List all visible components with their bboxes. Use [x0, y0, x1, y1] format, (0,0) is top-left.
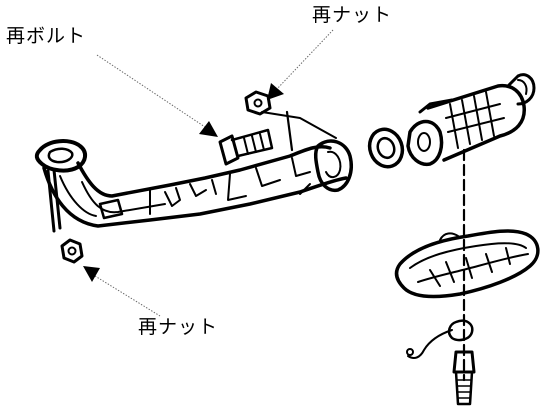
nut-top [244, 90, 272, 116]
callout-arrows [83, 83, 284, 282]
callout-nut-bottom-label: 再ナット [138, 316, 219, 338]
catalytic-converter [406, 73, 536, 167]
leader-nut-top [275, 29, 334, 91]
front-exhaust-pipe [34, 110, 353, 233]
arrow-nut-top [267, 83, 284, 100]
callout-bolt-label: 再ボルト [6, 25, 87, 47]
bolt [218, 128, 274, 166]
callout-nut-top-label: 再ナット [312, 4, 393, 26]
arrow-nut-bottom [83, 266, 100, 282]
lower-bolt [452, 350, 476, 406]
oxygen-sensor [406, 319, 474, 359]
leader-nut-bottom [94, 275, 161, 317]
gasket [367, 127, 405, 169]
nut-bottom [60, 238, 84, 264]
heat-shield [394, 229, 540, 299]
arrow-bolt [199, 121, 218, 137]
leader-bolt [96, 54, 206, 128]
leader-lines [94, 29, 334, 317]
